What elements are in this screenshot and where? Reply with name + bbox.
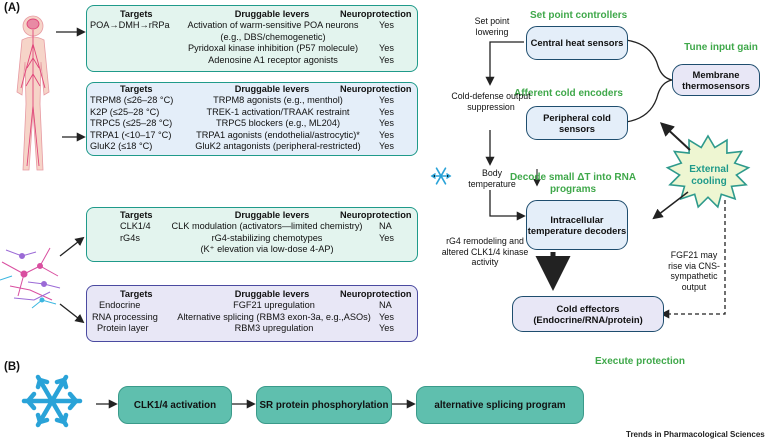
cell-target: GluK2 (≤18 °C) <box>90 140 153 151</box>
body-temperature-label: Body temperature <box>468 168 516 189</box>
header-neuroprotection: Neuroprotection <box>340 84 412 94</box>
cell-target: Protein layer <box>97 323 149 334</box>
cell-np: Yes <box>379 140 394 151</box>
tune-input-gain-label: Tune input gain <box>684 42 758 53</box>
cell-lever: Activation of warm-sensitive POA neurons <box>187 20 359 31</box>
cell-lever: Alternative splicing (RBM3 exon-3a, e.g.… <box>177 311 371 322</box>
execute-protection-label: Execute protection <box>594 356 686 367</box>
panel-a-label: (A) <box>4 2 20 14</box>
cell-target: RNA processing <box>92 311 158 322</box>
afferent-cold-encoders-label: Afferent cold encoders <box>514 88 623 99</box>
cell-np: Yes <box>379 95 394 106</box>
header-levers: Druggable levers <box>234 289 310 299</box>
cold-effectors-label: Cold effectors (Endocrine/RNA/protein) <box>533 302 643 325</box>
cell-lever: RBM3 upregulation <box>234 323 314 334</box>
cell-np: Yes <box>379 311 394 322</box>
header-neuroprotection: Neuroprotection <box>340 210 412 220</box>
snowflake-small-icon <box>430 167 452 185</box>
central-heat-sensors-node: Central heat sensors <box>526 26 628 60</box>
pathway-step-splicing-label: alternative splicing program <box>434 399 566 411</box>
cell-lever: (e.g., DBS/chemogenetic) <box>220 31 326 42</box>
header-neuroprotection: Neuroprotection <box>340 289 412 299</box>
pathway-step-splicing: alternative splicing program <box>416 386 584 424</box>
setpoint-lowering-label: Set point lowering <box>474 16 510 37</box>
table-set-point: Targets Druggable levers Neuroprotection… <box>86 5 418 72</box>
cell-target: TRPA1 (<10–17 °C) <box>90 129 172 140</box>
cell-target: rG4s <box>120 232 140 243</box>
external-cooling-label: External cooling <box>689 164 729 187</box>
neuron-network-icon <box>0 247 61 309</box>
header-targets: Targets <box>120 289 153 299</box>
cell-lever: TREK-1 activation/TRAAK restraint <box>206 106 350 117</box>
snowflake-large-icon <box>21 374 83 428</box>
table-intracellular: Targets Druggable levers Neuroprotection… <box>86 207 418 262</box>
cell-lever: rG4-stabilizing chemotypes <box>211 232 323 243</box>
cold-defense-label: Cold-defense output suppression <box>451 91 531 112</box>
cell-np: Yes <box>379 129 394 140</box>
header-levers: Druggable levers <box>234 210 310 220</box>
cell-target: POA→DMH→rRPa <box>90 20 170 31</box>
membrane-thermosensors-label: Membrane thermosensors <box>682 68 750 91</box>
cell-target: TRPM8 (≤26–28 °C) <box>90 95 174 106</box>
cell-lever: TRPM8 agonists (e.g., menthol) <box>213 95 343 106</box>
cell-lever: Adenosine A1 receptor agonists <box>208 54 338 65</box>
table-cold-sensors: Targets Druggable levers Neuroprotection… <box>86 82 418 156</box>
table-effectors: Targets Druggable levers Neuroprotection… <box>86 285 418 342</box>
cell-np: Yes <box>379 323 394 334</box>
header-neuroprotection: Neuroprotection <box>340 9 412 19</box>
cell-target: TRPC5 (≤25–28 °C) <box>90 118 173 129</box>
cell-target: Endocrine <box>99 300 141 311</box>
cell-lever: Pyridoxal kinase inhibition (P57 molecul… <box>187 43 359 54</box>
external-cooling-burst <box>665 134 751 209</box>
header-targets: Targets <box>120 210 153 220</box>
intracellular-decoders-node: Intracellular temperature decoders <box>526 200 628 250</box>
cell-np: NA <box>379 300 392 311</box>
cell-lever: FGF21 upregulation <box>233 300 315 311</box>
cell-target: CLK1/4 <box>120 221 151 232</box>
cell-np: Yes <box>379 232 394 243</box>
cell-np: Yes <box>379 118 394 129</box>
cell-np: Yes <box>379 106 394 117</box>
header-targets: Targets <box>120 84 153 94</box>
rg4-remodeling-label: rG4 remodeling and altered CLK1/4 kinase… <box>441 236 529 268</box>
cold-effectors-node: Cold effectors (Endocrine/RNA/protein) <box>512 296 664 332</box>
decode-delta-t-label: Decode small ΔT into RNA programs <box>509 172 637 195</box>
intracellular-decoders-label: Intracellular temperature decoders <box>527 213 627 236</box>
cell-lever: CLK modulation (activators—limited chemi… <box>171 221 363 232</box>
membrane-thermosensors-node: Membrane thermosensors <box>672 64 760 96</box>
cell-np: Yes <box>379 54 394 65</box>
header-levers: Druggable levers <box>234 9 310 19</box>
nervous-system-icon <box>20 18 46 167</box>
cell-lever: TRPA1 agonists (endothelial/astrocytic)* <box>196 129 360 140</box>
cell-target: K2P (≤25–28 °C) <box>90 106 160 117</box>
cell-lever: TRPC5 blockers (e.g., ML204) <box>215 118 341 129</box>
pathway-step-sr: SR protein phosphorylation <box>256 386 392 424</box>
cell-np: Yes <box>379 43 394 54</box>
pathway-step-clk-label: CLK1/4 activation <box>133 399 217 411</box>
central-heat-sensors-label: Central heat sensors <box>530 37 624 49</box>
pathway-step-sr-label: SR protein phosphorylation <box>259 399 389 411</box>
peripheral-cold-sensors-node: Peripheral cold sensors <box>526 106 628 140</box>
cell-np: NA <box>379 221 392 232</box>
peripheral-cold-sensors-label: Peripheral cold sensors <box>543 111 611 134</box>
cell-np: Yes <box>379 20 394 31</box>
journal-footer: Trends in Pharmacological Sciences <box>626 430 765 439</box>
panel-b-label: (B) <box>4 361 20 373</box>
cell-lever: (K⁺ elevation via low-dose 4-AP) <box>200 244 334 255</box>
header-levers: Druggable levers <box>234 84 310 94</box>
pathway-step-clk: CLK1/4 activation <box>118 386 232 424</box>
fgf21-label: FGF21 may rise via CNS-sympathetic outpu… <box>668 250 720 292</box>
header-targets: Targets <box>120 9 153 19</box>
setpoint-controllers-label: Set point controllers <box>530 10 628 21</box>
cell-lever: GluK2 antagonists (peripheral-restricted… <box>195 140 361 151</box>
